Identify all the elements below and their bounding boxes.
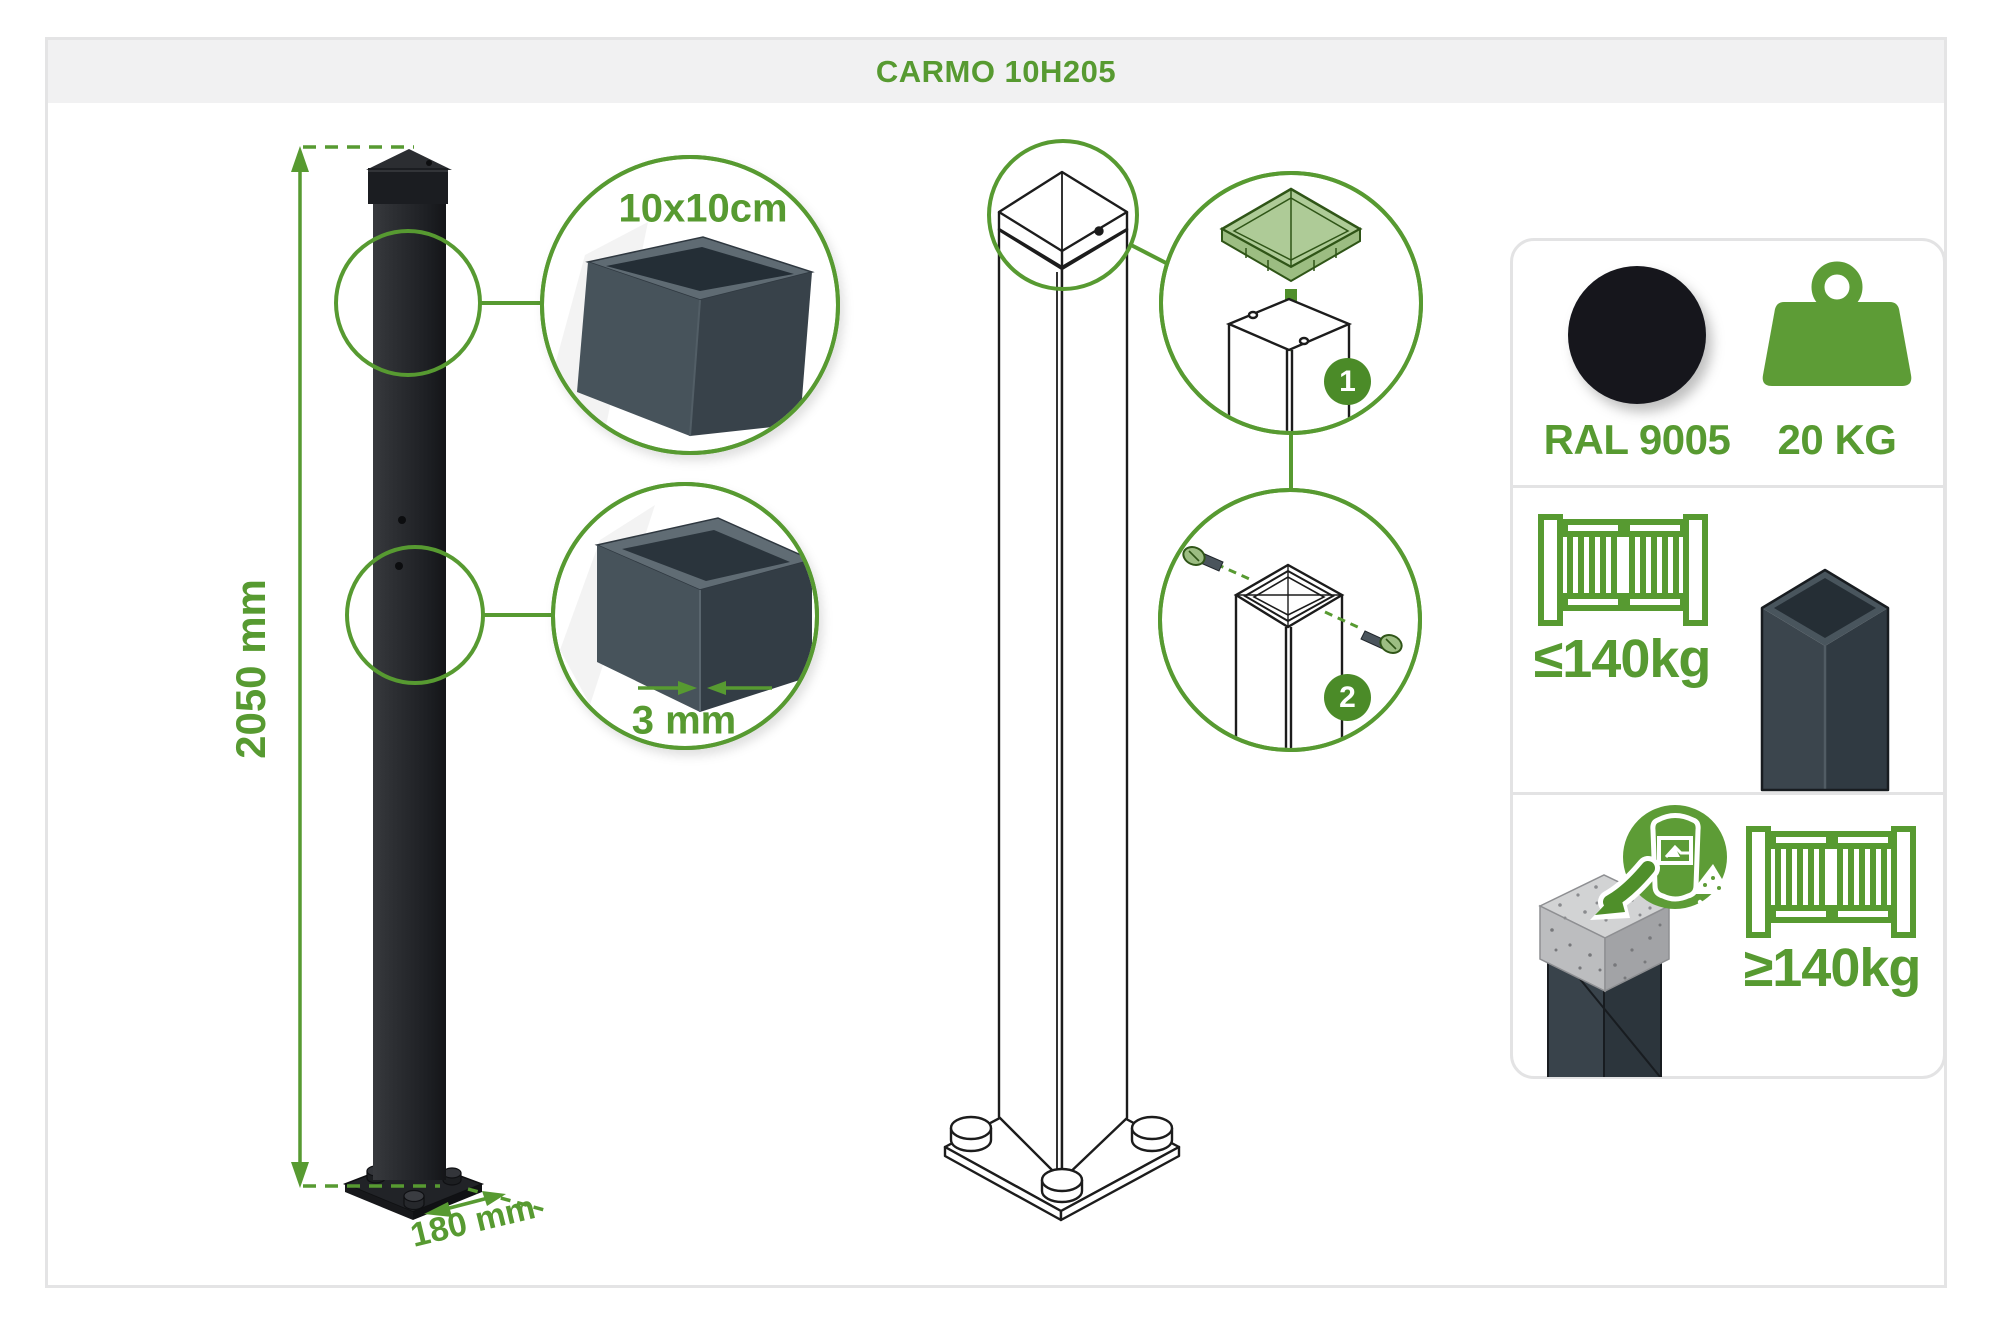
thickness-arrows-icon <box>638 681 772 695</box>
gate-icon <box>1749 829 1913 935</box>
dimension-height-line <box>291 145 440 1188</box>
callout-wall-thickness <box>345 482 819 750</box>
callout-cross-section <box>334 155 840 455</box>
height-label: 2050 mm <box>227 579 274 759</box>
wall-thickness-label: 3 mm <box>631 698 737 743</box>
anchor-bolt-icon <box>403 1189 425 1211</box>
weight-icon <box>1762 261 1912 386</box>
cross-section-label: 10x10cm <box>618 186 788 231</box>
header-bar: CARMO 10H205 <box>48 40 1944 103</box>
dimension-base-line <box>424 1187 549 1217</box>
gate-icon <box>1541 517 1705 623</box>
screw-icon <box>1182 546 1255 583</box>
panel-divider <box>1513 792 1943 795</box>
cement-bag-icon <box>1590 805 1731 920</box>
concrete-post-icon <box>1538 874 1671 1077</box>
ral-color-label: RAL 9005 <box>1543 416 1731 463</box>
gate-weight-min-label: ≥140kg <box>1743 938 1922 998</box>
square-tube-corner-icon <box>560 505 815 712</box>
panel-divider <box>1513 485 1943 488</box>
weight-label: 20 KG <box>1777 416 1897 463</box>
post-with-cap-outline <box>1233 563 1345 748</box>
step-1-badge: 1 <box>1324 358 1371 405</box>
wireframe-post <box>943 170 1181 1222</box>
step-2-badge: 2 <box>1324 674 1371 721</box>
color-swatch <box>1568 266 1706 404</box>
post-icon <box>1760 568 1890 792</box>
post-cap-icon <box>366 149 452 204</box>
post-illustration <box>342 149 485 1220</box>
page-title: CARMO 10H205 <box>875 53 1117 89</box>
cap-icon <box>1219 187 1363 283</box>
gate-weight-max-label: ≤140kg <box>1533 629 1712 689</box>
screw-icon <box>1324 610 1403 654</box>
